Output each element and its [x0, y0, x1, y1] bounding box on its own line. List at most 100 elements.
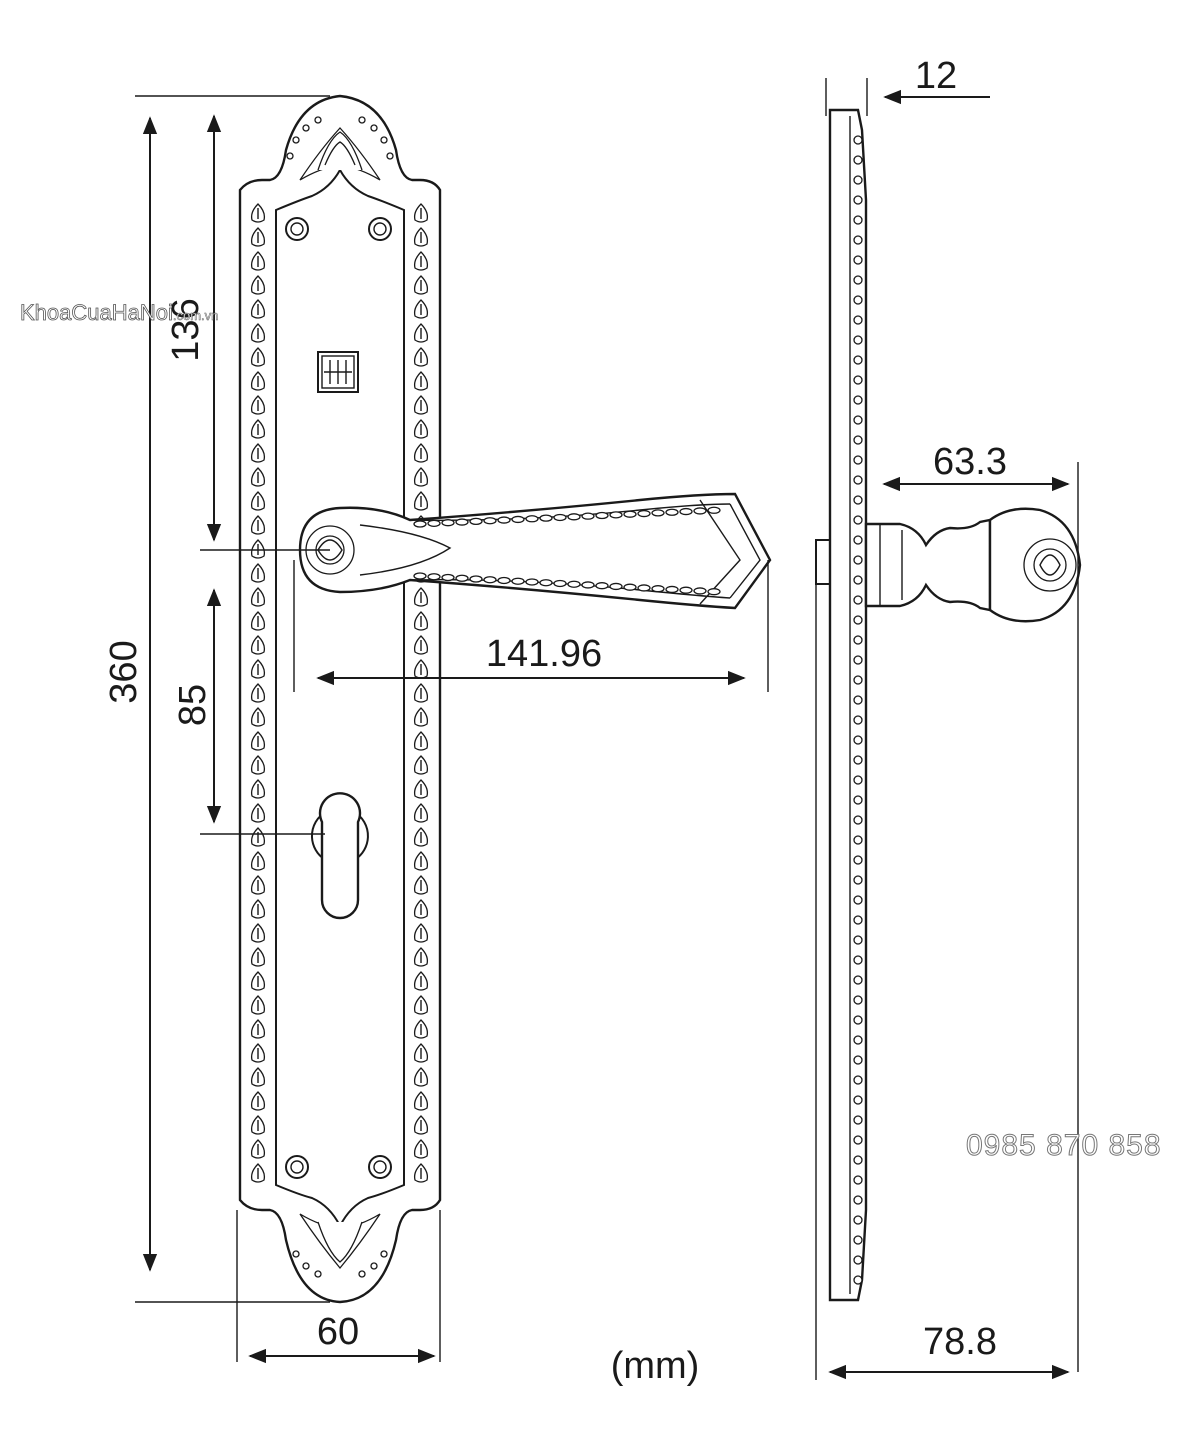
- bottom-crest-ornament: [292, 1213, 388, 1278]
- unit-label: (mm): [611, 1345, 700, 1387]
- side-bead: [853, 375, 863, 385]
- handle-texture-mark: [609, 582, 623, 591]
- side-bead: [853, 795, 863, 805]
- handle-texture-mark: [707, 506, 721, 514]
- handle-texture-mark: [441, 519, 455, 527]
- side-bead: [853, 1195, 863, 1205]
- handle-texture-mark: [413, 520, 427, 528]
- front-dimensions: 360 136 85 60 141.96: [103, 95, 769, 1364]
- handle-texture-mark: [553, 579, 567, 588]
- side-bead: [853, 1135, 863, 1145]
- handle-texture-mark: [469, 517, 483, 526]
- dim-handle-projection-label: 63.3: [933, 441, 1007, 483]
- handle-texture-mark: [441, 573, 455, 582]
- side-dimensions: 12 63.3 78.8: [815, 55, 1079, 1380]
- side-bead: [853, 1095, 863, 1105]
- handle-texture-mark: [427, 519, 441, 527]
- side-bead: [853, 1055, 863, 1065]
- side-bead: [853, 335, 863, 345]
- handle-texture-mark: [581, 581, 595, 589]
- side-bead: [853, 1155, 863, 1165]
- side-bead: [853, 1175, 863, 1185]
- side-bead: [853, 615, 863, 625]
- handle-texture-mark: [693, 507, 707, 515]
- dim-plate-thickness-label: 12: [915, 55, 957, 97]
- side-bead: [853, 875, 863, 885]
- side-bead: [853, 275, 863, 285]
- handle-texture-mark: [483, 517, 497, 525]
- side-bead: [853, 535, 863, 545]
- handle-texture-mark: [525, 515, 539, 523]
- handle-texture-mark: [651, 509, 665, 517]
- phone-watermark: 0985 870 858: [966, 1129, 1162, 1162]
- handle-texture-mark: [497, 516, 511, 524]
- handle-texture-mark: [539, 579, 553, 587]
- handle-texture-mark: [567, 580, 581, 588]
- handle-texture-mark: [679, 586, 693, 594]
- backplate-outline: [238, 94, 442, 1304]
- side-bead: [853, 1115, 863, 1125]
- side-bead: [853, 495, 863, 505]
- side-bead: [853, 435, 863, 445]
- backplate-inner-panel: [275, 167, 405, 1229]
- handle-texture-mark: [595, 582, 609, 590]
- brand-watermark-domain: .com.vn: [173, 308, 219, 323]
- side-spindle-stub: [815, 539, 831, 585]
- handle-texture-mark: [497, 576, 511, 585]
- dim-total-height-label: 360: [103, 640, 145, 703]
- top-crest-ornament: [286, 116, 394, 181]
- side-bead: [853, 695, 863, 705]
- handle-texture-mark: [679, 507, 693, 516]
- side-bead: [853, 415, 863, 425]
- dim-top-to-handle-label: 136: [165, 298, 207, 361]
- side-bead: [853, 1235, 863, 1245]
- side-bead: [853, 955, 863, 965]
- side-bead: [853, 215, 863, 225]
- side-bead: [853, 1015, 863, 1025]
- side-view: [815, 108, 1082, 1302]
- side-bead: [853, 255, 863, 265]
- side-bead: [853, 395, 863, 405]
- side-bead: [853, 235, 863, 245]
- side-bead: [853, 855, 863, 865]
- front-view: [238, 94, 772, 1304]
- side-bead: [853, 1075, 863, 1085]
- handle-texture-mark: [595, 511, 609, 520]
- side-bead: [853, 1035, 863, 1045]
- lever-handle: [298, 492, 772, 610]
- handle-texture-mark: [693, 587, 707, 595]
- brand-emblem: [317, 351, 359, 393]
- dim-total-projection-label: 78.8: [923, 1321, 997, 1363]
- handle-texture-mark: [567, 513, 581, 521]
- side-bead: [853, 475, 863, 485]
- handle-texture-mark: [511, 577, 525, 585]
- handle-texture-mark: [623, 583, 637, 591]
- handle-texture-mark: [525, 578, 539, 586]
- side-bead: [853, 175, 863, 185]
- handle-texture-mark: [665, 585, 679, 594]
- side-bead: [853, 315, 863, 325]
- brand-watermark: KhoaCuaHaNoi.com.vn: [20, 300, 218, 325]
- left-ornament-column: [250, 203, 266, 1183]
- side-rosette-neck: [864, 518, 992, 612]
- handle-texture-mark: [413, 572, 427, 580]
- side-bead: [853, 515, 863, 525]
- handle-texture-mark: [637, 584, 651, 592]
- handle-texture-mark: [427, 573, 441, 581]
- handle-texture-mark: [455, 574, 469, 582]
- side-bead: [853, 155, 863, 165]
- dim-plate-width-label: 60: [317, 1311, 359, 1353]
- handle-texture-mark: [469, 575, 483, 583]
- side-bead: [853, 675, 863, 685]
- right-ornament-column: [413, 203, 429, 1183]
- side-bead: [853, 655, 863, 665]
- handle-texture-mark: [539, 514, 553, 522]
- handle-texture-mark: [623, 510, 637, 518]
- cylinder-keyhole-slot: [318, 792, 362, 920]
- side-bead: [853, 1215, 863, 1225]
- side-bead: [853, 895, 863, 905]
- side-bead: [853, 1275, 863, 1285]
- side-bead: [853, 135, 863, 145]
- side-bead: [853, 935, 863, 945]
